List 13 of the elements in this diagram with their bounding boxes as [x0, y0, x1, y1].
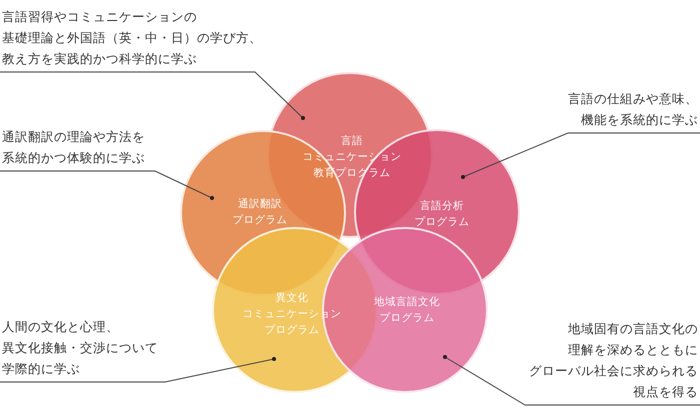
description-text: 言語の仕組みや意味、機能を系統的に学ぶ [568, 88, 698, 130]
leader-line [0, 170, 214, 200]
description-text: 地域固有の言語文化の理解を深めるとともにグローバル社会に求められる視点を得る [529, 318, 698, 402]
description-text: 言語習得やコミュニケーションの基礎理論と外国語（英・中・日）の学び方、教え方を実践的かつ科学的に学ぶ [2, 6, 262, 69]
leader-line [0, 357, 276, 382]
leader-line [443, 355, 700, 406]
program-name: 地域言語文化プログラム [374, 295, 440, 326]
description-text: 人間の文化と心理、異文化接触・交渉について学際的に学ぶ [2, 316, 158, 379]
program-name: 通訳翻訳プログラム [232, 197, 288, 228]
leader-line [461, 132, 700, 179]
description-text: 通訳翻訳の理論や方法を系統的かつ体験的に学ぶ [2, 126, 145, 168]
leader-line [0, 72, 305, 120]
program-name: 言語分析プログラム [414, 199, 470, 230]
